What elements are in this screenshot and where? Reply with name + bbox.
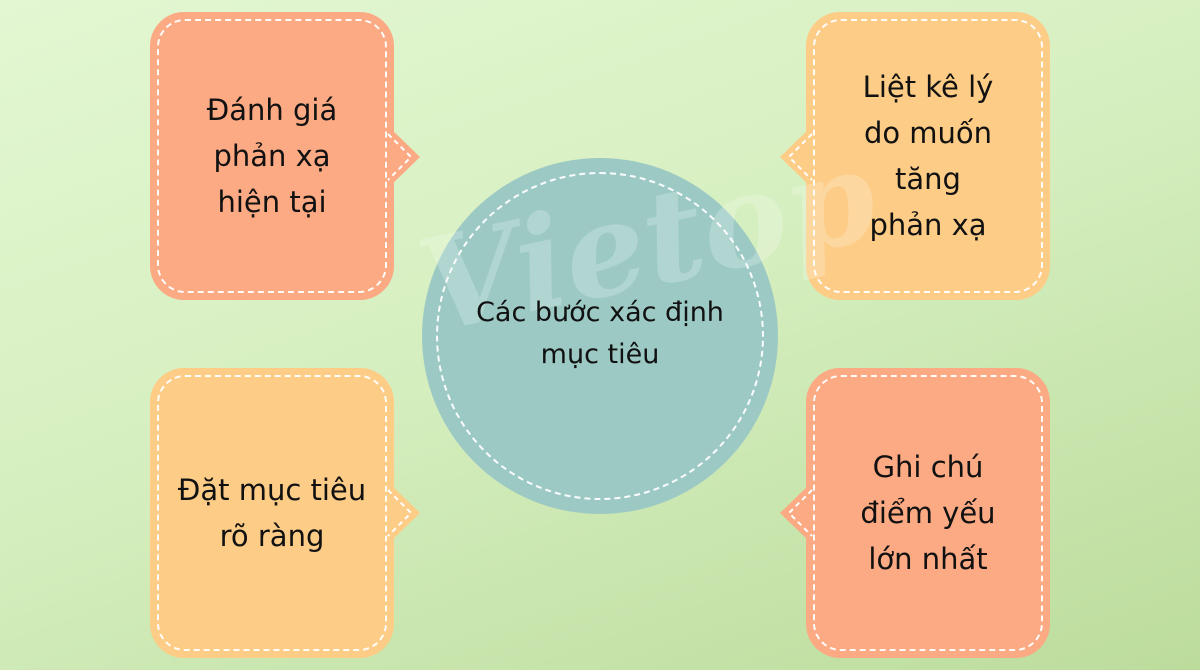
step-box-set-goal-dashed-border: Đặt mục tiêu rõ ràng (157, 375, 387, 651)
center-circle-dashed-ring (436, 172, 764, 500)
step-box-note-weakness-dashed-border: Ghi chú điểm yếu lớn nhất (813, 375, 1043, 651)
center-circle (422, 158, 778, 514)
step-box-note-weakness: Ghi chú điểm yếu lớn nhất (806, 368, 1050, 658)
step-text-set-goal: Đặt mục tiêu rõ ràng (177, 473, 367, 553)
step-box-evaluate-reflex-dashed-border: Đánh giá phản xạ hiện tại (157, 19, 387, 293)
step-box-list-reasons: Liệt kê lý do muốn tăng phản xạ (806, 12, 1050, 300)
pointer-arrow-top-right (780, 126, 813, 188)
step-text-note-weakness: Ghi chú điểm yếu lớn nhất (860, 450, 996, 576)
step-box-list-reasons-dashed-border: Liệt kê lý do muốn tăng phản xạ (813, 19, 1043, 293)
pointer-arrow-bottom-right (780, 482, 813, 544)
center-title: Các bước xác định mục tiêu (476, 297, 724, 370)
step-box-evaluate-reflex: Đánh giá phản xạ hiện tại (150, 12, 394, 300)
step-text-list-reasons: Liệt kê lý do muốn tăng phản xạ (862, 70, 994, 242)
pointer-arrow-bottom-left (387, 482, 420, 544)
pointer-arrow-top-left (387, 126, 420, 188)
step-text-evaluate-reflex: Đánh giá phản xạ hiện tại (206, 93, 338, 219)
step-box-set-goal: Đặt mục tiêu rõ ràng (150, 368, 394, 658)
center-text-layer: Các bước xác định mục tiêu (422, 158, 778, 514)
